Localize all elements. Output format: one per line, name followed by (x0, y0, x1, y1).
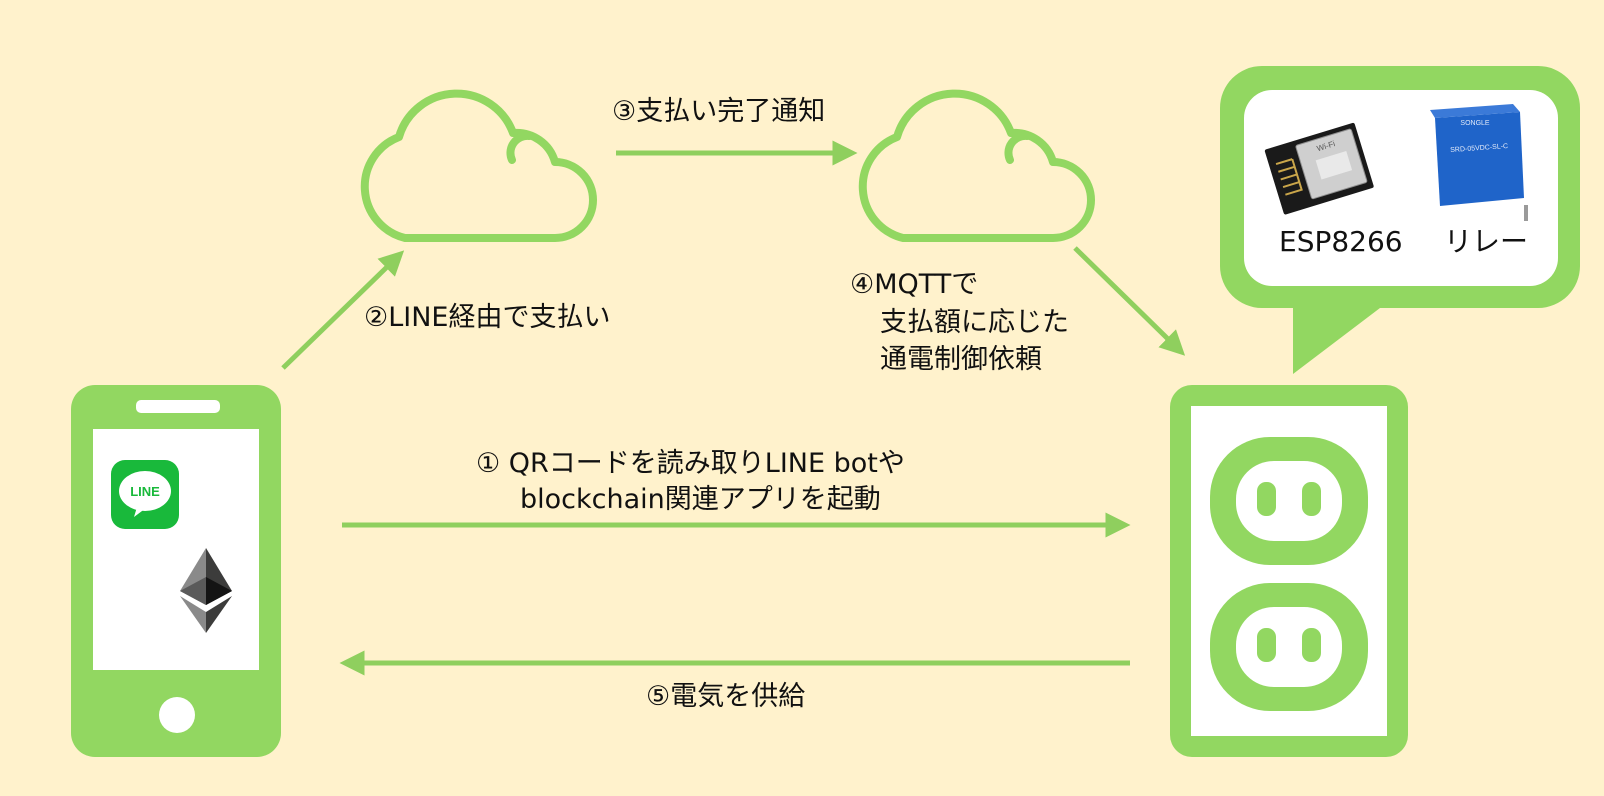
ethereum-icon (180, 548, 232, 633)
line-app-icon: LINE (111, 460, 179, 529)
step1-label-line1: ① QRコードを読み取りLINE botや (476, 448, 905, 479)
relay-chip-text: SONGLE (1460, 120, 1490, 127)
arrow-step2 (281, 250, 405, 370)
step2-label: ②LINE経由で支払い (364, 302, 611, 333)
step1-label-line2: blockchain関連アプリを起動 (520, 484, 881, 515)
step3-label: ③支払い完了通知 (612, 96, 826, 127)
step4-label-line3: 通電制御依頼 (880, 344, 1042, 375)
step5-label: ⑤電気を供給 (646, 681, 806, 712)
line-logo-text: LINE (130, 484, 160, 499)
cloud-icon (858, 89, 1095, 242)
relay-label: リレー (1444, 225, 1529, 258)
arrow-step4 (1073, 246, 1186, 356)
smartphone-icon (71, 385, 281, 757)
step4-label-line1: ④MQTTで (850, 269, 979, 300)
esp8266-label: ESP8266 (1279, 225, 1403, 258)
esp8266-module-image: Wi-Fi (1264, 122, 1374, 215)
relay-module-image: SONGLE SRD-05VDC-SL-C (1427, 103, 1534, 221)
power-outlet-icon (1170, 385, 1408, 757)
relay-model-text: SRD-05VDC-SL-C (1450, 143, 1508, 154)
cloud-icon (360, 89, 597, 242)
step4-label-line2: 支払額に応じた (880, 307, 1069, 338)
